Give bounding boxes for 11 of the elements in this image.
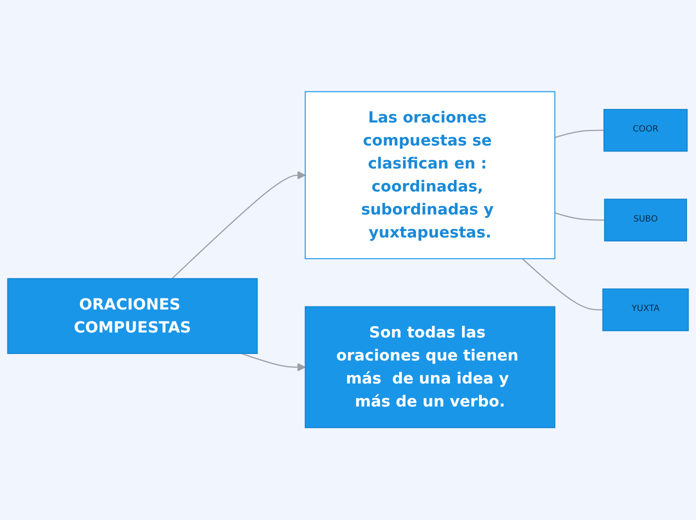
node-box: SUBO [604, 199, 688, 242]
node-box: Son todas las oraciones que tienen más de una idea y más de un verbo. [304, 306, 556, 428]
connector [554, 212, 605, 221]
connector [554, 130, 604, 138]
node-box: ORACIONES COMPUESTAS [7, 278, 258, 354]
node-box: YUXTA [602, 288, 689, 332]
node-box: COOR [603, 109, 688, 152]
arrow [172, 171, 306, 280]
connector [522, 258, 603, 311]
node-box: Las oraciones compuestas se clasifican en : coordinadas, subordinadas y yuxtapuestas. [304, 92, 556, 260]
arrow [241, 353, 306, 372]
